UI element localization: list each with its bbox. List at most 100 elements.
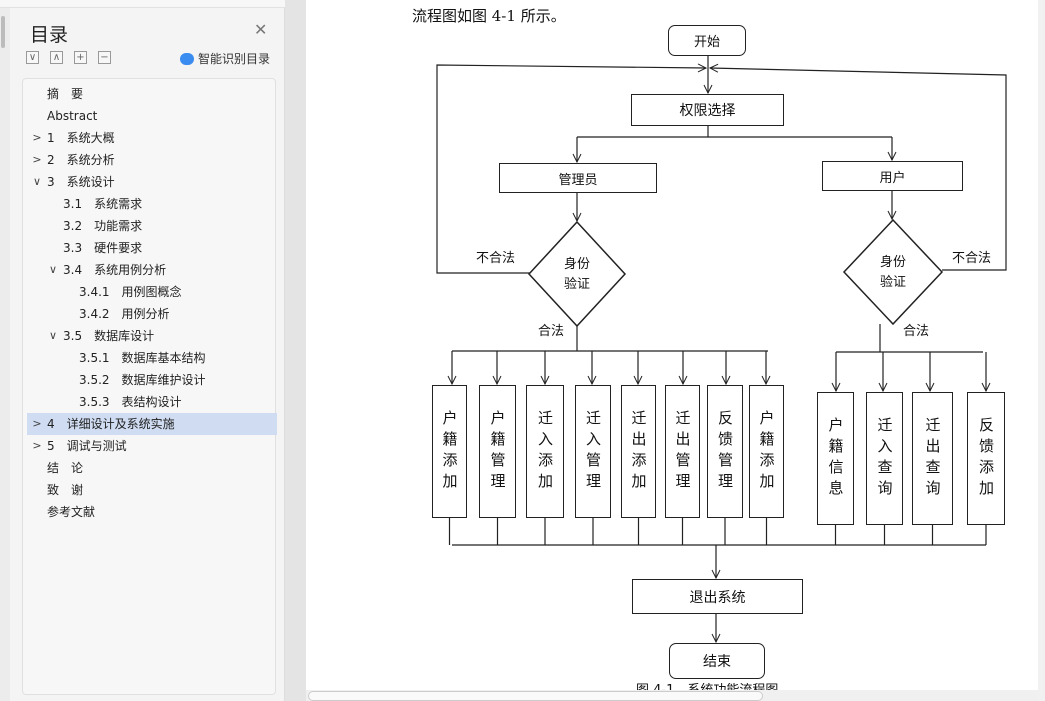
chevron-down-icon[interactable]: ∨ [32, 175, 42, 188]
toc-item-label: 摘 要 [47, 87, 84, 101]
toc-item-label: Abstract [47, 109, 98, 123]
function-node: 迁出查询 [912, 392, 953, 525]
permission-select-node: 权限选择 [631, 94, 784, 126]
function-node: 迁出管理 [665, 385, 700, 518]
admin-node: 管理员 [499, 163, 657, 193]
sidebar-title: 目录 [30, 24, 69, 46]
toc-item[interactable]: 3.4.1 用例图概念 [27, 281, 277, 303]
chevron-right-icon[interactable]: > [32, 417, 42, 430]
chevron-right-icon[interactable]: > [32, 439, 42, 452]
figure-caption: 图 4-1 系统功能流程图 [636, 683, 778, 690]
function-node: 迁入管理 [575, 385, 611, 518]
illegal-label-left: 不合法 [476, 251, 516, 266]
toc-item[interactable]: Abstract [27, 105, 277, 127]
chevron-down-icon[interactable]: ∨ [48, 263, 58, 276]
toc-item-label: 3.2 功能需求 [63, 219, 143, 233]
illegal-label-right: 不合法 [952, 251, 992, 266]
function-node: 迁出添加 [621, 385, 656, 518]
smart-toc-button[interactable]: 智能识别目录 [180, 50, 270, 67]
close-icon[interactable]: ✕ [254, 20, 268, 39]
function-label: 迁入查询 [875, 416, 894, 501]
toc-item[interactable]: 3.4.2 用例分析 [27, 303, 277, 325]
toc-item-label: 参考文献 [47, 505, 96, 519]
function-label: 迁出管理 [673, 409, 692, 494]
end-node: 结束 [669, 643, 765, 679]
function-node: 户籍添加 [749, 385, 784, 518]
function-label: 户籍添加 [757, 409, 776, 494]
toc-item[interactable]: 3.2 功能需求 [27, 215, 277, 237]
toc-item-label: 3.4 系统用例分析 [63, 263, 167, 277]
toc-item[interactable]: 3.1 系统需求 [27, 193, 277, 215]
toc-item[interactable]: 摘 要 [27, 83, 277, 105]
toc-item-label: 3.1 系统需求 [63, 197, 143, 211]
function-label: 迁入添加 [536, 409, 554, 494]
verify-label-admin: 身份验证 [563, 257, 590, 292]
add-heading-button[interactable]: + [74, 51, 87, 64]
toc-item-label: 致 谢 [47, 483, 84, 497]
smart-toc-label: 智能识别目录 [198, 52, 271, 66]
toc-item-label: 结 论 [47, 461, 84, 475]
toc-item[interactable]: 致 谢 [27, 479, 277, 501]
toc-item[interactable]: >2 系统分析 [27, 149, 277, 171]
toc-item-label: 3.4.1 用例图概念 [79, 285, 182, 299]
toc-item[interactable]: 3.5.3 表结构设计 [27, 391, 277, 413]
expand-all-button[interactable]: ∧ [50, 51, 63, 64]
function-node: 户籍添加 [432, 385, 467, 518]
intro-text: 流程图如图 4-1 所示。 [412, 7, 566, 25]
remove-heading-button[interactable]: − [98, 51, 111, 64]
legal-label-left: 合法 [538, 324, 565, 339]
function-node: 反馈添加 [967, 392, 1005, 525]
decision-diamond-user [842, 218, 944, 326]
scroll-thumb[interactable] [1, 16, 5, 48]
function-node: 反馈管理 [707, 385, 743, 518]
chevron-down-icon[interactable]: ∨ [48, 329, 58, 342]
toc-item-label: 3 系统设计 [47, 175, 115, 189]
toc-item-label: 3.3 硬件要求 [63, 241, 143, 255]
function-label: 迁入管理 [584, 409, 602, 494]
verify-label-user: 身份验证 [879, 255, 906, 290]
function-label: 反馈管理 [716, 409, 734, 494]
toc-item[interactable]: 3.5.1 数据库基本结构 [27, 347, 277, 369]
toc-item[interactable]: ∨ 3.5 数据库设计 [27, 325, 277, 347]
start-node: 开始 [668, 25, 746, 56]
toc-item-label: 3.5 数据库设计 [63, 329, 155, 343]
left-scrollbar[interactable] [0, 8, 10, 701]
toc-item[interactable]: >5 调试与测试 [27, 435, 277, 457]
chevron-right-icon[interactable]: > [32, 153, 42, 166]
toc-item[interactable]: 3.3 硬件要求 [27, 237, 277, 259]
toc-item[interactable]: >1 系统大概 [27, 127, 277, 149]
toc-item[interactable]: >4 详细设计及系统实施 [27, 413, 277, 435]
toc-item[interactable]: 参考文献 [27, 501, 277, 523]
toc-item-label: 3.5.3 表结构设计 [79, 395, 182, 409]
toc-item-label: 2 系统分析 [47, 153, 115, 167]
ai-icon [180, 52, 194, 65]
function-node: 迁入添加 [526, 385, 564, 518]
toc-item-label: 3.5.1 数据库基本结构 [79, 351, 206, 365]
toc-item-label: 1 系统大概 [47, 131, 115, 145]
toc-item-label: 3.4.2 用例分析 [79, 307, 170, 321]
toc-item-label: 3.5.2 数据库维护设计 [79, 373, 206, 387]
function-label: 户籍添加 [440, 409, 459, 494]
toc-item[interactable]: 结 论 [27, 457, 277, 479]
function-node: 户籍信息 [817, 392, 854, 525]
legal-label-right: 合法 [903, 324, 930, 339]
function-node: 户籍管理 [479, 385, 516, 518]
exit-system-node: 退出系统 [632, 579, 803, 614]
function-label: 反馈添加 [977, 416, 995, 501]
function-node: 迁入查询 [866, 392, 903, 525]
user-node: 用户 [822, 161, 963, 191]
right-scrollbar[interactable] [1038, 0, 1045, 701]
collapse-all-button[interactable]: ∨ [26, 51, 39, 64]
toc-item-label: 5 调试与测试 [47, 439, 127, 453]
function-label: 户籍信息 [826, 416, 845, 501]
toc-item[interactable]: ∨ 3 系统设计 [27, 171, 277, 193]
page-gutter [285, 0, 306, 701]
toc-item[interactable]: ∨ 3.4 系统用例分析 [27, 259, 277, 281]
toc-item[interactable]: 3.5.2 数据库维护设计 [27, 369, 277, 391]
chevron-right-icon[interactable]: > [32, 131, 42, 144]
function-label: 迁出查询 [923, 416, 942, 501]
toc-item-label: 4 详细设计及系统实施 [47, 417, 175, 431]
